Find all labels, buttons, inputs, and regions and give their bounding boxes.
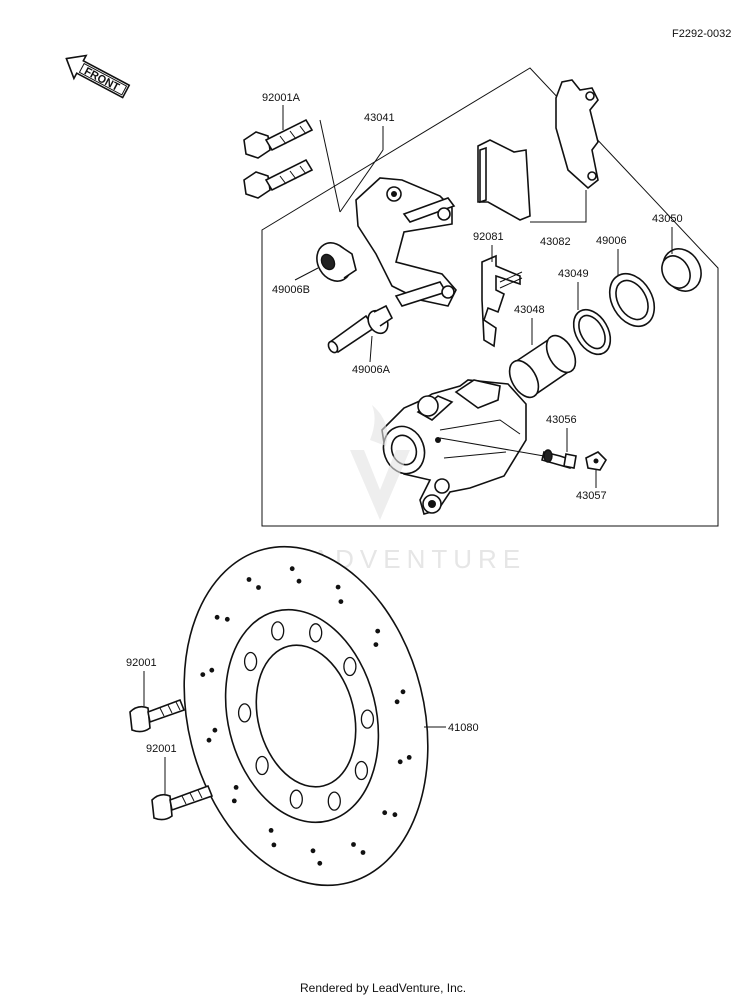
- disc-bolt-lower: [151, 784, 214, 821]
- disc-mount-hole: [360, 709, 375, 729]
- bracket-bolt-upper: [243, 118, 314, 159]
- disc-drill-hole: [400, 689, 406, 695]
- disc-drill-hole: [231, 798, 237, 804]
- piston-seal: [572, 308, 612, 356]
- disc-drill-hole: [209, 667, 215, 673]
- disc-drill-hole: [317, 860, 323, 866]
- disc-holes: [200, 566, 412, 866]
- disc-mount-hole: [271, 621, 285, 641]
- disc-drill-hole: [233, 785, 239, 790]
- disc-drill-hole: [289, 566, 295, 572]
- disc-drill-hole: [212, 727, 218, 733]
- label-92001-upper: 92001: [126, 657, 157, 669]
- label-49006: 49006: [596, 235, 627, 247]
- label-92001a: 92001A: [262, 92, 301, 104]
- bleeder-valve: [541, 449, 577, 469]
- disc-drill-hole: [335, 584, 341, 590]
- disc-drill-hole: [268, 828, 274, 833]
- disc-drill-hole: [296, 578, 302, 584]
- label-43049: 43049: [558, 268, 589, 280]
- label-43041: 43041: [364, 112, 395, 124]
- front-arrow-icon: FRONT: [65, 54, 131, 99]
- disc-drill-hole: [271, 842, 277, 848]
- label-43050: 43050: [652, 213, 683, 225]
- dust-cap: [661, 248, 702, 292]
- disc-drill-hole: [338, 599, 344, 604]
- disc-drill-hole: [397, 759, 403, 765]
- caliper-bracket: [355, 177, 457, 307]
- disc-mount-hole: [255, 755, 269, 776]
- disc-drill-hole: [382, 810, 388, 816]
- label-43056: 43056: [546, 414, 577, 426]
- disc-drill-hole: [406, 755, 412, 760]
- disc-drill-hole: [214, 614, 220, 620]
- bleeder-cap: [585, 451, 608, 471]
- diagram-code: F2292-0032: [672, 28, 731, 40]
- caliper-assembly-outline: [261, 67, 719, 527]
- disc-drill-hole: [200, 672, 206, 677]
- brake-pad-rear: [555, 79, 599, 190]
- disc-drill-hole: [351, 842, 356, 847]
- bracket-bolt-lower: [243, 158, 314, 199]
- footer-credit: Rendered by LeadVenture, Inc.: [300, 981, 466, 995]
- disc-mount-hole: [354, 760, 369, 781]
- disc-mount-hole: [309, 623, 323, 643]
- disc-drill-hole: [246, 577, 252, 582]
- disc-drill-hole: [394, 699, 400, 705]
- label-49006a: 49006A: [352, 364, 391, 376]
- label-43048: 43048: [514, 304, 545, 316]
- piston: [508, 334, 577, 399]
- disc-drill-hole: [373, 642, 379, 647]
- label-43057: 43057: [576, 490, 607, 502]
- disc-bolt-upper: [129, 698, 186, 733]
- disc-mount-hole: [243, 651, 258, 672]
- brake-pad-front: [477, 139, 531, 221]
- disc-drill-hole: [392, 812, 398, 818]
- disc-drill-hole: [310, 848, 316, 854]
- disc-drill-hole: [224, 616, 230, 622]
- watermark-logo-icon: [350, 405, 410, 520]
- pad-spring: [481, 254, 523, 348]
- label-43082: 43082: [540, 236, 571, 248]
- brake-disc: [183, 545, 429, 887]
- pin-49006a: [327, 304, 394, 354]
- label-49006b: 49006B: [272, 284, 310, 296]
- disc-drill-hole: [206, 737, 212, 743]
- disc-mount-hole: [343, 656, 357, 677]
- label-41080: 41080: [448, 722, 479, 734]
- label-92001-lower: 92001: [146, 743, 177, 755]
- disc-drill-hole: [375, 628, 381, 634]
- label-92081: 92081: [473, 231, 504, 243]
- dust-seal: [608, 272, 656, 328]
- dust-boot-49006b: [316, 242, 357, 282]
- disc-mount-hole: [289, 789, 303, 809]
- disc-drill-hole: [360, 850, 366, 855]
- caliper-body: [381, 379, 527, 515]
- disc-drill-hole: [256, 585, 261, 590]
- disc-mount-hole: [327, 791, 341, 811]
- disc-mount-hole: [237, 703, 252, 723]
